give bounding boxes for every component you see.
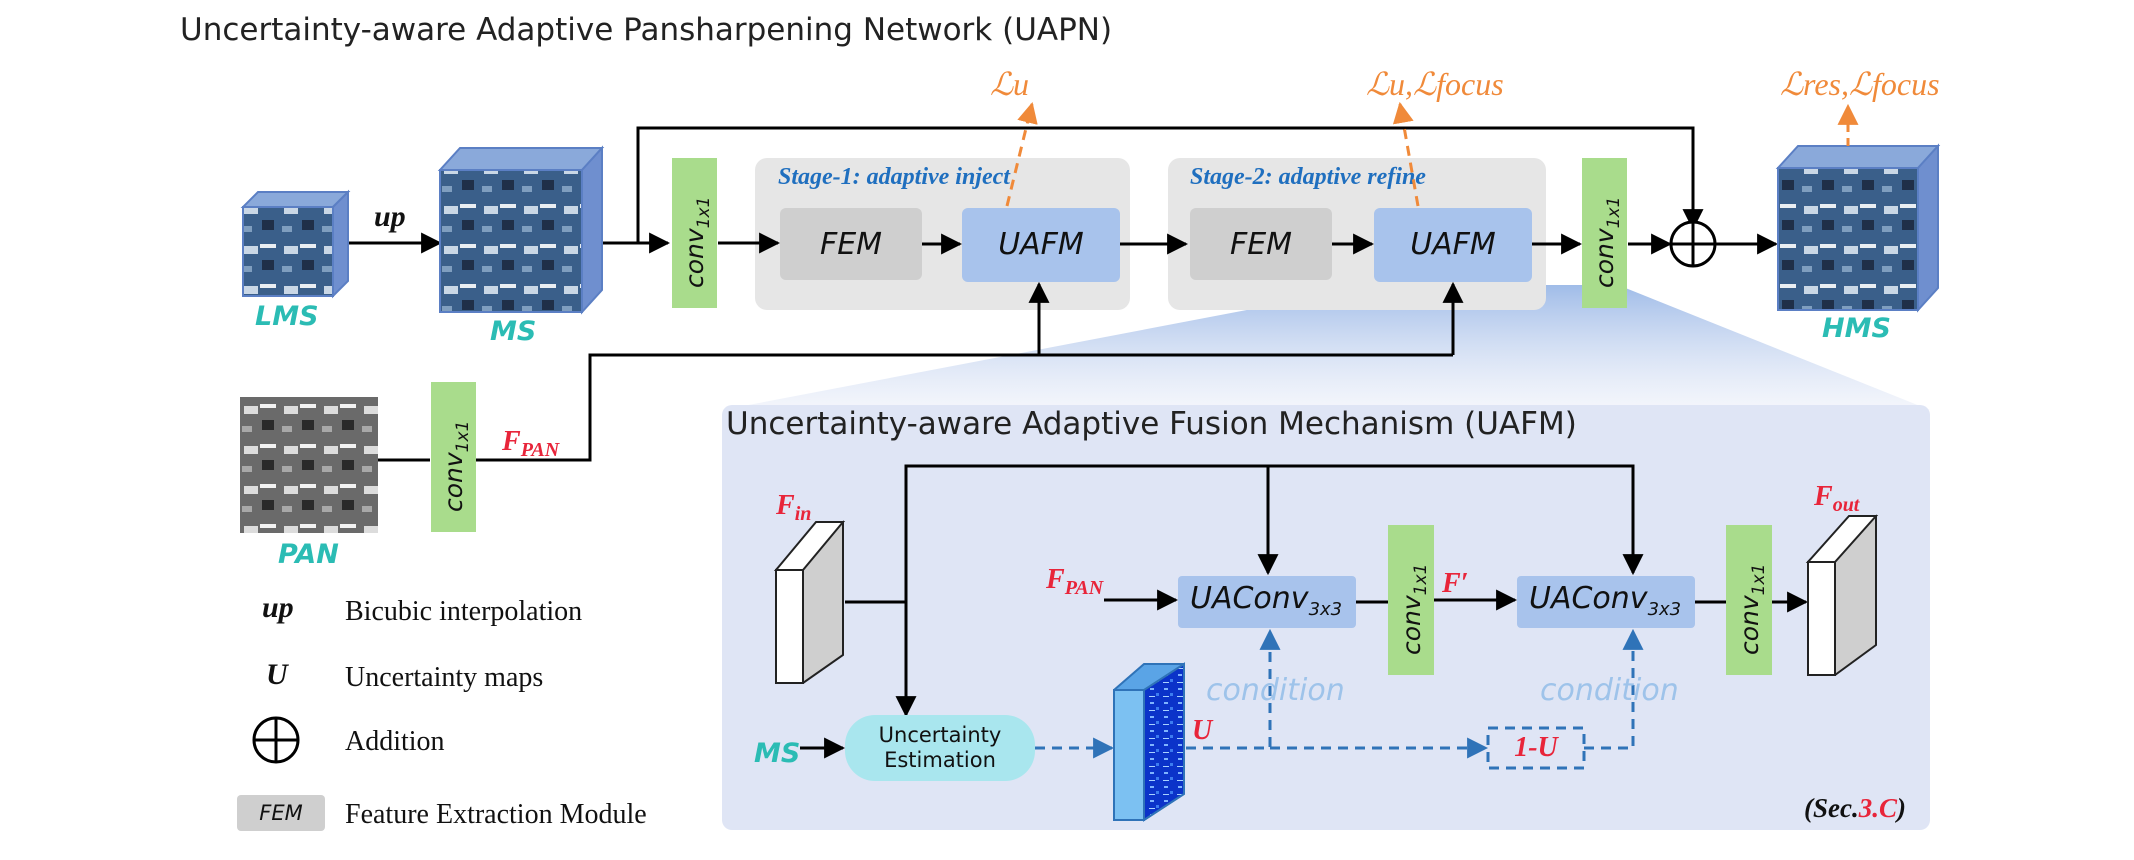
loss-stage2: ℒu,ℒfocus <box>1366 66 1504 102</box>
pan-image <box>240 397 378 533</box>
conv-block-2-label: conv1x1 <box>1590 197 1624 288</box>
legend-up-text: Bicubic interpolation <box>345 596 582 627</box>
stage1-label: Stage-1: adaptive inject <box>778 164 1011 190</box>
legend-u-symbol: U <box>266 658 289 691</box>
conv-block-1-label: conv1x1 <box>680 197 714 288</box>
loss1-arrow <box>1005 101 1038 207</box>
section-reference: (Sec.3.C) <box>1804 793 1906 823</box>
uaconv-block-1-label: UAConv3x3 <box>1190 581 1342 620</box>
fpan-route <box>476 353 1453 462</box>
panel-conv-block-1-label: conv1x1 <box>1397 564 1431 655</box>
conv-block-pan-label: conv1x1 <box>439 421 473 512</box>
legend-fem-symbol: FEM <box>259 801 302 825</box>
legend-fem-box <box>237 795 325 831</box>
uaconv-block-1 <box>1178 576 1356 628</box>
uafm-block-2 <box>1374 208 1532 282</box>
conv-block-pan <box>431 382 476 532</box>
condition-label-1: condition <box>1206 673 1345 708</box>
pan-label: PAN <box>278 539 339 570</box>
uncertainty-estimation-line1: Uncertainty <box>879 723 1002 747</box>
panel-fpan-label: FPAN <box>1045 564 1105 599</box>
fin-route-top <box>845 464 1644 604</box>
stage2-label: Stage-2: adaptive refine <box>1190 164 1426 190</box>
ms-label: MS <box>490 316 536 347</box>
fin-label: Fin <box>775 490 811 525</box>
loss2-arrow <box>1392 101 1420 207</box>
uafm-block-2-label: UAFM <box>1410 227 1496 262</box>
panel-conv-block-1 <box>1388 525 1434 675</box>
lms-label: LMS <box>255 301 319 332</box>
condition-label-2: condition <box>1540 673 1679 708</box>
loss-stage1: ℒu <box>990 66 1029 102</box>
skip-connection <box>636 126 1704 243</box>
u-label: U <box>1192 715 1214 746</box>
legend-add-text: Addition <box>345 726 445 757</box>
fem-block-2 <box>1190 208 1332 280</box>
fem-block-1 <box>780 208 922 280</box>
up-label: up <box>374 200 406 233</box>
uafm-block-1 <box>962 208 1120 282</box>
ms-cube <box>437 145 605 315</box>
fin-feature-slab <box>773 520 846 684</box>
one-minus-u-condition-route <box>1584 628 1644 750</box>
legend-up-symbol: up <box>262 591 294 624</box>
uaconv-block-2 <box>1517 576 1695 628</box>
u-condition-route <box>1186 628 1281 750</box>
conv-block-1 <box>672 158 717 308</box>
uncertainty-estimation-block <box>845 715 1035 781</box>
addition-node <box>1669 220 1717 268</box>
legend-u-text: Uncertainty maps <box>345 662 543 693</box>
panel-conv-block-2-label: conv1x1 <box>1735 564 1769 655</box>
uncertainty-map <box>1113 662 1185 822</box>
hms-label: HMS <box>1822 313 1891 344</box>
fout-label: Fout <box>1813 481 1861 516</box>
fprime-label: F′ <box>1441 568 1469 599</box>
uafm-panel-title: Uncertainty-aware Adaptive Fusion Mechan… <box>726 406 1577 442</box>
legend-fem-text: Feature Extraction Module <box>345 799 647 830</box>
hms-cube <box>1775 143 1941 313</box>
legend-addition-icon <box>252 716 300 764</box>
fem-block-2-label: FEM <box>1230 227 1292 262</box>
diagram-title: Uncertainty-aware Adaptive Pansharpening… <box>180 12 1112 48</box>
lms-cube <box>240 189 351 299</box>
conv-block-2 <box>1582 158 1627 308</box>
loss-out: ℒres,ℒfocus <box>1780 66 1940 102</box>
uaconv-block-2-label: UAConv3x3 <box>1529 581 1681 620</box>
fout-feature-slab <box>1805 514 1879 676</box>
uncertainty-estimation-line2: Estimation <box>884 748 996 772</box>
fpan-label: FPAN <box>501 426 561 461</box>
one-minus-u-label: 1-U <box>1514 732 1559 763</box>
zoom-fan <box>722 285 1930 410</box>
panel-ms-label: MS <box>754 738 800 769</box>
uafm-block-1-label: UAFM <box>998 227 1084 262</box>
fem-block-1-label: FEM <box>820 227 882 262</box>
panel-conv-block-2 <box>1726 525 1772 675</box>
